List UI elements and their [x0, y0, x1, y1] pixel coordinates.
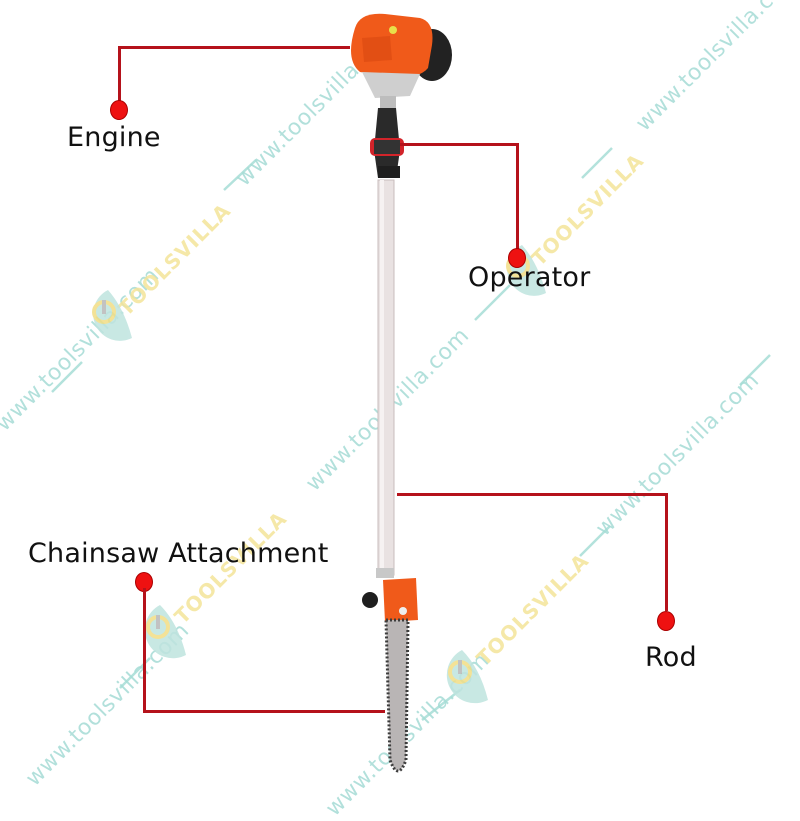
engine-label: Engine	[67, 122, 161, 153]
engine-leader-line	[118, 46, 350, 49]
watermark-graphics	[51, 147, 771, 721]
engine-leader-line	[118, 46, 121, 108]
operator-leader-line	[516, 143, 519, 253]
chainsaw-attachment-leader-line	[143, 710, 385, 713]
chainsaw-attachment-leader-line	[143, 588, 146, 713]
toolsvilla-pin-icon	[446, 650, 488, 704]
chainsaw-attachment-label: Chainsaw Attachment	[28, 538, 329, 569]
toolsvilla-pin-icon	[92, 290, 132, 341]
chainsaw-head	[362, 568, 418, 773]
rod-leader-line	[665, 493, 668, 611]
pole-chainsaw-illustration	[351, 13, 452, 773]
operator-leader-line	[400, 143, 518, 146]
engine-leader-dot	[110, 100, 128, 120]
rod-leader-dot	[657, 611, 675, 631]
operator-label: Operator	[468, 262, 591, 293]
engine-unit	[351, 13, 452, 110]
rod-shaft	[377, 179, 395, 576]
toolsvilla-pin-icon	[144, 605, 186, 659]
operator-leader-dot	[508, 248, 526, 268]
operator-handle	[370, 108, 404, 178]
rod-leader-line	[397, 493, 667, 496]
rod-label: Rod	[645, 642, 697, 673]
